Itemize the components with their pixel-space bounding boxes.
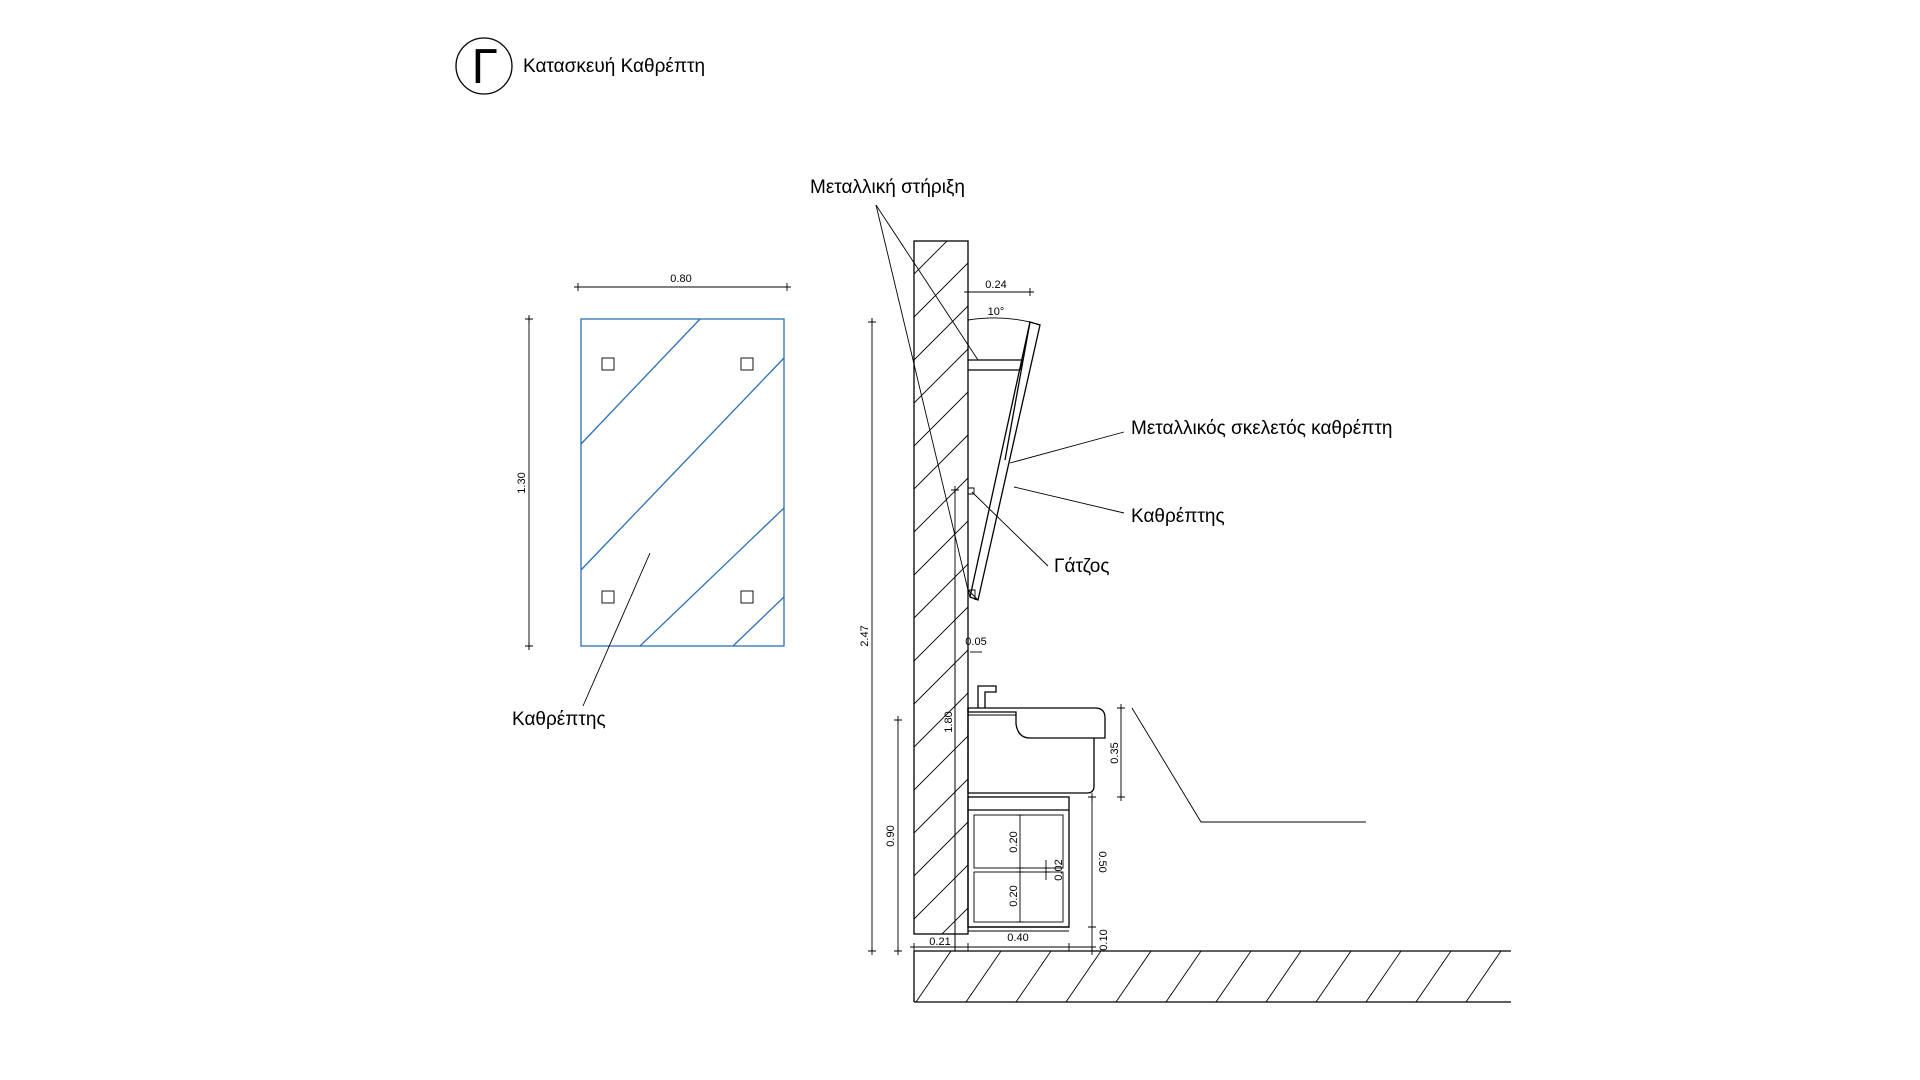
mirror-label: Καθρέπτης — [512, 709, 606, 730]
basin-leader — [1131, 707, 1366, 823]
title-text: Κατασκευή Καθρέπτη — [523, 56, 705, 77]
mirror-frame-line — [1004, 321, 1031, 461]
dim-gap: 0.05 — [965, 636, 986, 648]
hook-label: Γάτζος — [1054, 556, 1110, 577]
frame-leader — [1009, 431, 1125, 464]
mirror-section-leader — [1013, 486, 1125, 514]
faucet — [977, 685, 997, 708]
section-annotations: Μεταλλική στήριξη Μεταλλικός σκελετός κα… — [810, 177, 1392, 823]
mounting-point — [740, 590, 754, 604]
support-label: Μεταλλική στήριξη — [810, 177, 965, 198]
mounting-point — [740, 357, 754, 371]
dim-mirror-bottom: 1.80 — [943, 711, 955, 732]
height-dimension: 1.30 — [516, 315, 533, 650]
drawing-title: Γ Κατασκευή Καθρέπτη — [455, 37, 705, 95]
mirror-elevation: 0.80 1.30 Καθρέπτης — [512, 273, 791, 730]
basin-body — [967, 707, 1106, 739]
dim-angle: 10° — [988, 306, 1005, 318]
mirror-section — [969, 321, 1041, 601]
basin-bowl — [967, 708, 1095, 794]
mirror-outline — [580, 318, 785, 647]
mounting-point — [601, 590, 615, 604]
wall-hatch — [913, 240, 969, 935]
floor-hatch — [913, 950, 1511, 1003]
section-dimensions: 0.24 10° 2.47 1.80 0.05 0.35 0.90 — [859, 279, 1125, 955]
dim-cabinet-depth: 0.40 — [1007, 932, 1028, 944]
cabinet — [967, 796, 1070, 932]
width-dim-label: 0.80 — [670, 273, 691, 285]
height-dim-label: 1.30 — [516, 472, 528, 493]
hook — [967, 487, 979, 601]
mirror-leader — [582, 552, 651, 707]
title-symbol: Γ — [471, 40, 497, 94]
width-dimension: 0.80 — [574, 273, 791, 291]
mirror-reflection-lines — [581, 319, 784, 646]
mounting-point — [601, 357, 615, 371]
frame-label: Μεταλλικός σκελετός καθρέπτη — [1131, 418, 1392, 439]
dim-counter-height: 0.90 — [885, 825, 897, 846]
mirror-section-label: Καθρέπτης — [1131, 506, 1225, 527]
dim-total-height: 2.47 — [859, 625, 871, 646]
hook-leader — [971, 491, 1049, 567]
side-section: 0.24 10° 2.47 1.80 0.05 0.35 0.90 — [810, 177, 1511, 1003]
support-leader — [875, 204, 969, 591]
dim-cabinet-height: 0.50 — [1096, 851, 1108, 872]
mounting-points — [601, 357, 754, 604]
metal-support — [968, 359, 1023, 371]
dim-drawer-gap: 0.02 — [1053, 859, 1065, 880]
support-leader — [875, 204, 979, 361]
dim-plinth: 0.10 — [1098, 929, 1110, 950]
tilted-mirror — [967, 321, 1041, 601]
dim-depth-top: 0.24 — [985, 279, 1006, 291]
dim-drawer-1: 0.20 — [1008, 831, 1020, 852]
title-symbol-circle — [455, 37, 513, 95]
dim-wall-offset: 0.21 — [929, 936, 950, 948]
basin — [967, 685, 1106, 794]
dim-drawer-2: 0.20 — [1008, 885, 1020, 906]
dim-basin-height: 0.35 — [1109, 742, 1121, 763]
